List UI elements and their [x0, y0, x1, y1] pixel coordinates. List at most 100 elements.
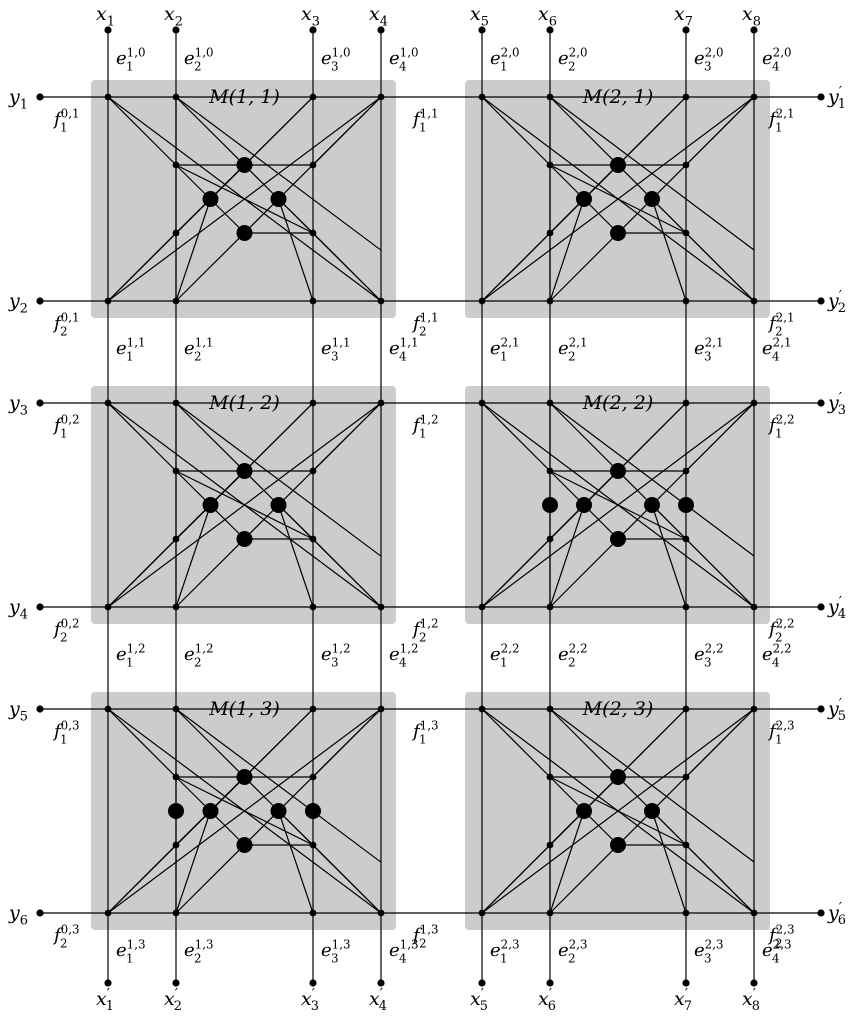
edge: [549, 504, 585, 608]
edge: [107, 538, 177, 608]
edge: [107, 708, 177, 778]
terminal-node: [817, 603, 825, 611]
right-output-label: y′6: [827, 900, 846, 928]
terminal-node: [172, 979, 180, 987]
edge: [210, 402, 314, 506]
module-title: M(1, 1): [208, 86, 280, 108]
module-title: M(1, 2): [208, 392, 280, 414]
edge: [549, 96, 653, 200]
edge: [549, 810, 585, 914]
bottom-output-label: x′2: [164, 986, 182, 1014]
terminal-node: [309, 26, 317, 34]
big-node: [236, 157, 253, 173]
terminal-node: [682, 979, 690, 987]
big-node: [236, 837, 253, 853]
edge: [481, 708, 551, 778]
terminal-node: [817, 297, 825, 305]
big-node: [610, 531, 626, 547]
edge: [549, 708, 653, 812]
edge: [175, 810, 212, 914]
terminal-node: [36, 93, 44, 101]
bottom-output-label: x′4: [369, 986, 387, 1014]
module-M23: M(2, 3): [478, 698, 758, 917]
big-node: [168, 803, 184, 819]
edge: [651, 504, 687, 608]
big-node: [610, 225, 626, 241]
edge: [312, 402, 382, 472]
big-node: [610, 463, 626, 479]
edge: [107, 402, 177, 472]
terminal-node: [309, 979, 317, 987]
big-node: [202, 803, 219, 819]
terminal-node: [682, 26, 690, 34]
terminal-node: [377, 979, 385, 987]
terminal-node: [817, 705, 825, 713]
bottom-output-label: x′7: [674, 986, 692, 1014]
edge: [685, 96, 755, 166]
edge: [312, 708, 382, 778]
terminal-node: [36, 705, 44, 713]
bottom-output-label: x′8: [742, 986, 760, 1014]
terminal-node: [104, 979, 112, 987]
module-title: M(2, 3): [582, 698, 654, 720]
top-input-label: x5: [470, 3, 489, 29]
edge: [312, 96, 382, 166]
edge: [549, 402, 653, 506]
big-node: [236, 463, 253, 479]
big-node: [202, 191, 219, 207]
terminal-node: [817, 399, 825, 407]
edge: [210, 708, 314, 812]
edge: [175, 198, 212, 302]
edge: [175, 504, 212, 608]
terminal-node: [377, 26, 385, 34]
module-M13: M(1, 3): [104, 698, 385, 917]
module-title: M(2, 2): [582, 392, 654, 414]
edge: [685, 402, 755, 472]
edge: [277, 810, 314, 914]
edge: [651, 198, 687, 302]
big-node: [542, 497, 558, 513]
terminal-node: [750, 26, 758, 34]
left-input-label: y6: [8, 902, 28, 928]
right-output-label: y′3: [827, 390, 846, 418]
left-input-label: y4: [8, 596, 28, 622]
edge: [685, 708, 755, 778]
big-node: [270, 803, 287, 819]
edge: [175, 402, 279, 506]
top-input-label: x8: [742, 3, 761, 29]
big-node: [576, 191, 592, 207]
left-input-label: y2: [8, 290, 28, 316]
top-input-label: x1: [96, 3, 115, 29]
right-output-label: y′4: [827, 594, 846, 622]
edge: [107, 232, 177, 302]
big-node: [610, 157, 626, 173]
top-input-label: x3: [301, 3, 320, 29]
big-node: [644, 191, 660, 207]
edge: [107, 96, 177, 166]
